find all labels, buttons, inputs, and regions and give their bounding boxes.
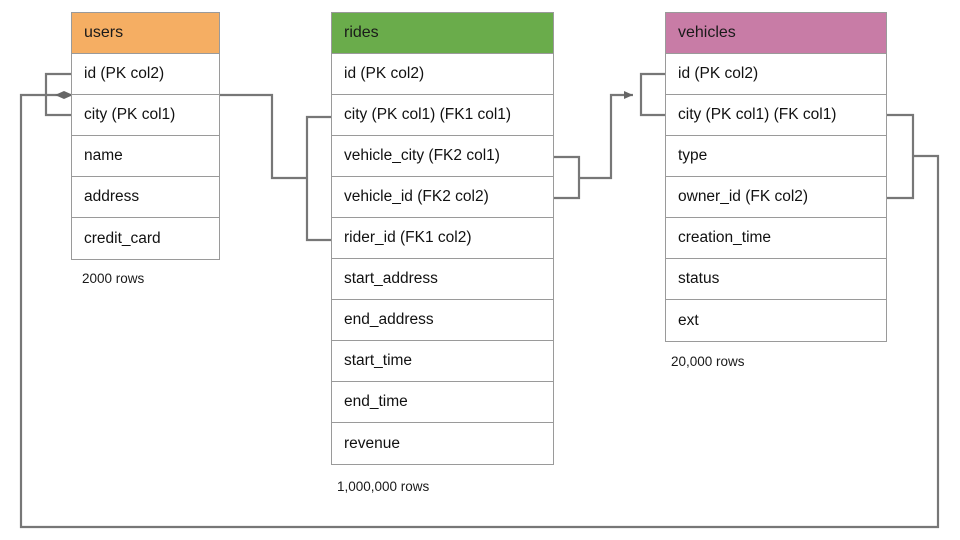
table-vehicles-column-creation-time[interactable]: creation_time	[666, 218, 886, 259]
rides-fk2-to-vehicles-line	[579, 91, 633, 180]
column-label: status	[678, 270, 720, 287]
column-label: vehicle_city (FK2 col1)	[344, 147, 500, 164]
column-label: id (PK col2)	[84, 65, 165, 82]
table-rides-title: rides	[344, 24, 379, 41]
table-rides-column-revenue[interactable]: revenue	[332, 423, 553, 464]
column-label: rider_id (FK1 col2)	[344, 229, 472, 246]
column-label: end_time	[344, 393, 408, 410]
vehicles-fk-bracket	[887, 113, 915, 200]
vehicles-pk-bracket	[639, 72, 665, 117]
table-rides-column-start-time[interactable]: start_time	[332, 341, 553, 382]
table-vehicles-column-type[interactable]: type	[666, 136, 886, 177]
table-rides-row-count: 1,000,000 rows	[337, 479, 430, 494]
table-users-column-city[interactable]: city (PK col1)	[72, 95, 219, 136]
table-rides-column-rider-id[interactable]: rider_id (FK1 col2)	[332, 218, 553, 259]
table-users-header: users	[72, 13, 219, 54]
column-label: start_time	[344, 352, 413, 369]
table-users-column-credit-card[interactable]: credit_card	[72, 218, 219, 259]
column-label: city (PK col1) (FK1 col1)	[344, 106, 512, 123]
column-label: id (PK col2)	[678, 65, 759, 82]
table-vehicles-column-status[interactable]: status	[666, 259, 886, 300]
table-users-column-id[interactable]: id (PK col2)	[72, 54, 219, 95]
table-users[interactable]: users id (PK col2) city (PK col1) name a…	[71, 12, 220, 260]
column-label: start_address	[344, 270, 438, 287]
table-rides-header: rides	[332, 13, 553, 54]
table-rides-column-end-time[interactable]: end_time	[332, 382, 553, 423]
table-rides-column-vehicle-id[interactable]: vehicle_id (FK2 col2)	[332, 177, 553, 218]
table-rides[interactable]: rides id (PK col2) city (PK col1) (FK1 c…	[331, 12, 554, 465]
column-label: end_address	[344, 311, 434, 328]
column-label: creation_time	[678, 229, 772, 246]
table-users-title: users	[84, 24, 124, 41]
column-label: city (PK col1) (FK col1)	[678, 106, 837, 123]
table-vehicles[interactable]: vehicles id (PK col2) city (PK col1) (FK…	[665, 12, 887, 342]
column-label: id (PK col2)	[344, 65, 425, 82]
column-label: credit_card	[84, 229, 161, 247]
table-vehicles-title: vehicles	[678, 24, 736, 41]
column-label: name	[84, 147, 123, 164]
table-rides-column-city[interactable]: city (PK col1) (FK1 col1)	[332, 95, 553, 136]
table-users-column-name[interactable]: name	[72, 136, 219, 177]
table-rides-column-start-address[interactable]: start_address	[332, 259, 553, 300]
table-vehicles-column-city[interactable]: city (PK col1) (FK col1)	[666, 95, 886, 136]
column-label: revenue	[344, 434, 401, 452]
table-vehicles-column-owner-id[interactable]: owner_id (FK col2)	[666, 177, 886, 218]
column-label: vehicle_id (FK2 col2)	[344, 188, 489, 205]
column-label: owner_id (FK col2)	[678, 188, 809, 205]
rides-fk1-bracket	[305, 115, 331, 242]
column-label: address	[84, 188, 140, 205]
column-label: type	[678, 147, 708, 164]
table-vehicles-header: vehicles	[666, 13, 886, 54]
column-label: city (PK col1)	[84, 106, 176, 123]
column-label: ext	[678, 311, 699, 329]
table-vehicles-column-ext[interactable]: ext	[666, 300, 886, 341]
table-rides-column-id[interactable]: id (PK col2)	[332, 54, 553, 95]
users-pk-bracket	[44, 72, 71, 117]
table-users-row-count: 2000 rows	[82, 271, 145, 286]
table-vehicles-column-id[interactable]: id (PK col2)	[666, 54, 886, 95]
table-rides-column-end-address[interactable]: end_address	[332, 300, 553, 341]
table-vehicles-row-count: 20,000 rows	[671, 354, 745, 369]
table-rides-column-vehicle-city[interactable]: vehicle_city (FK2 col1)	[332, 136, 553, 177]
rides-fk2-bracket	[554, 155, 581, 200]
table-users-column-address[interactable]: address	[72, 177, 219, 218]
